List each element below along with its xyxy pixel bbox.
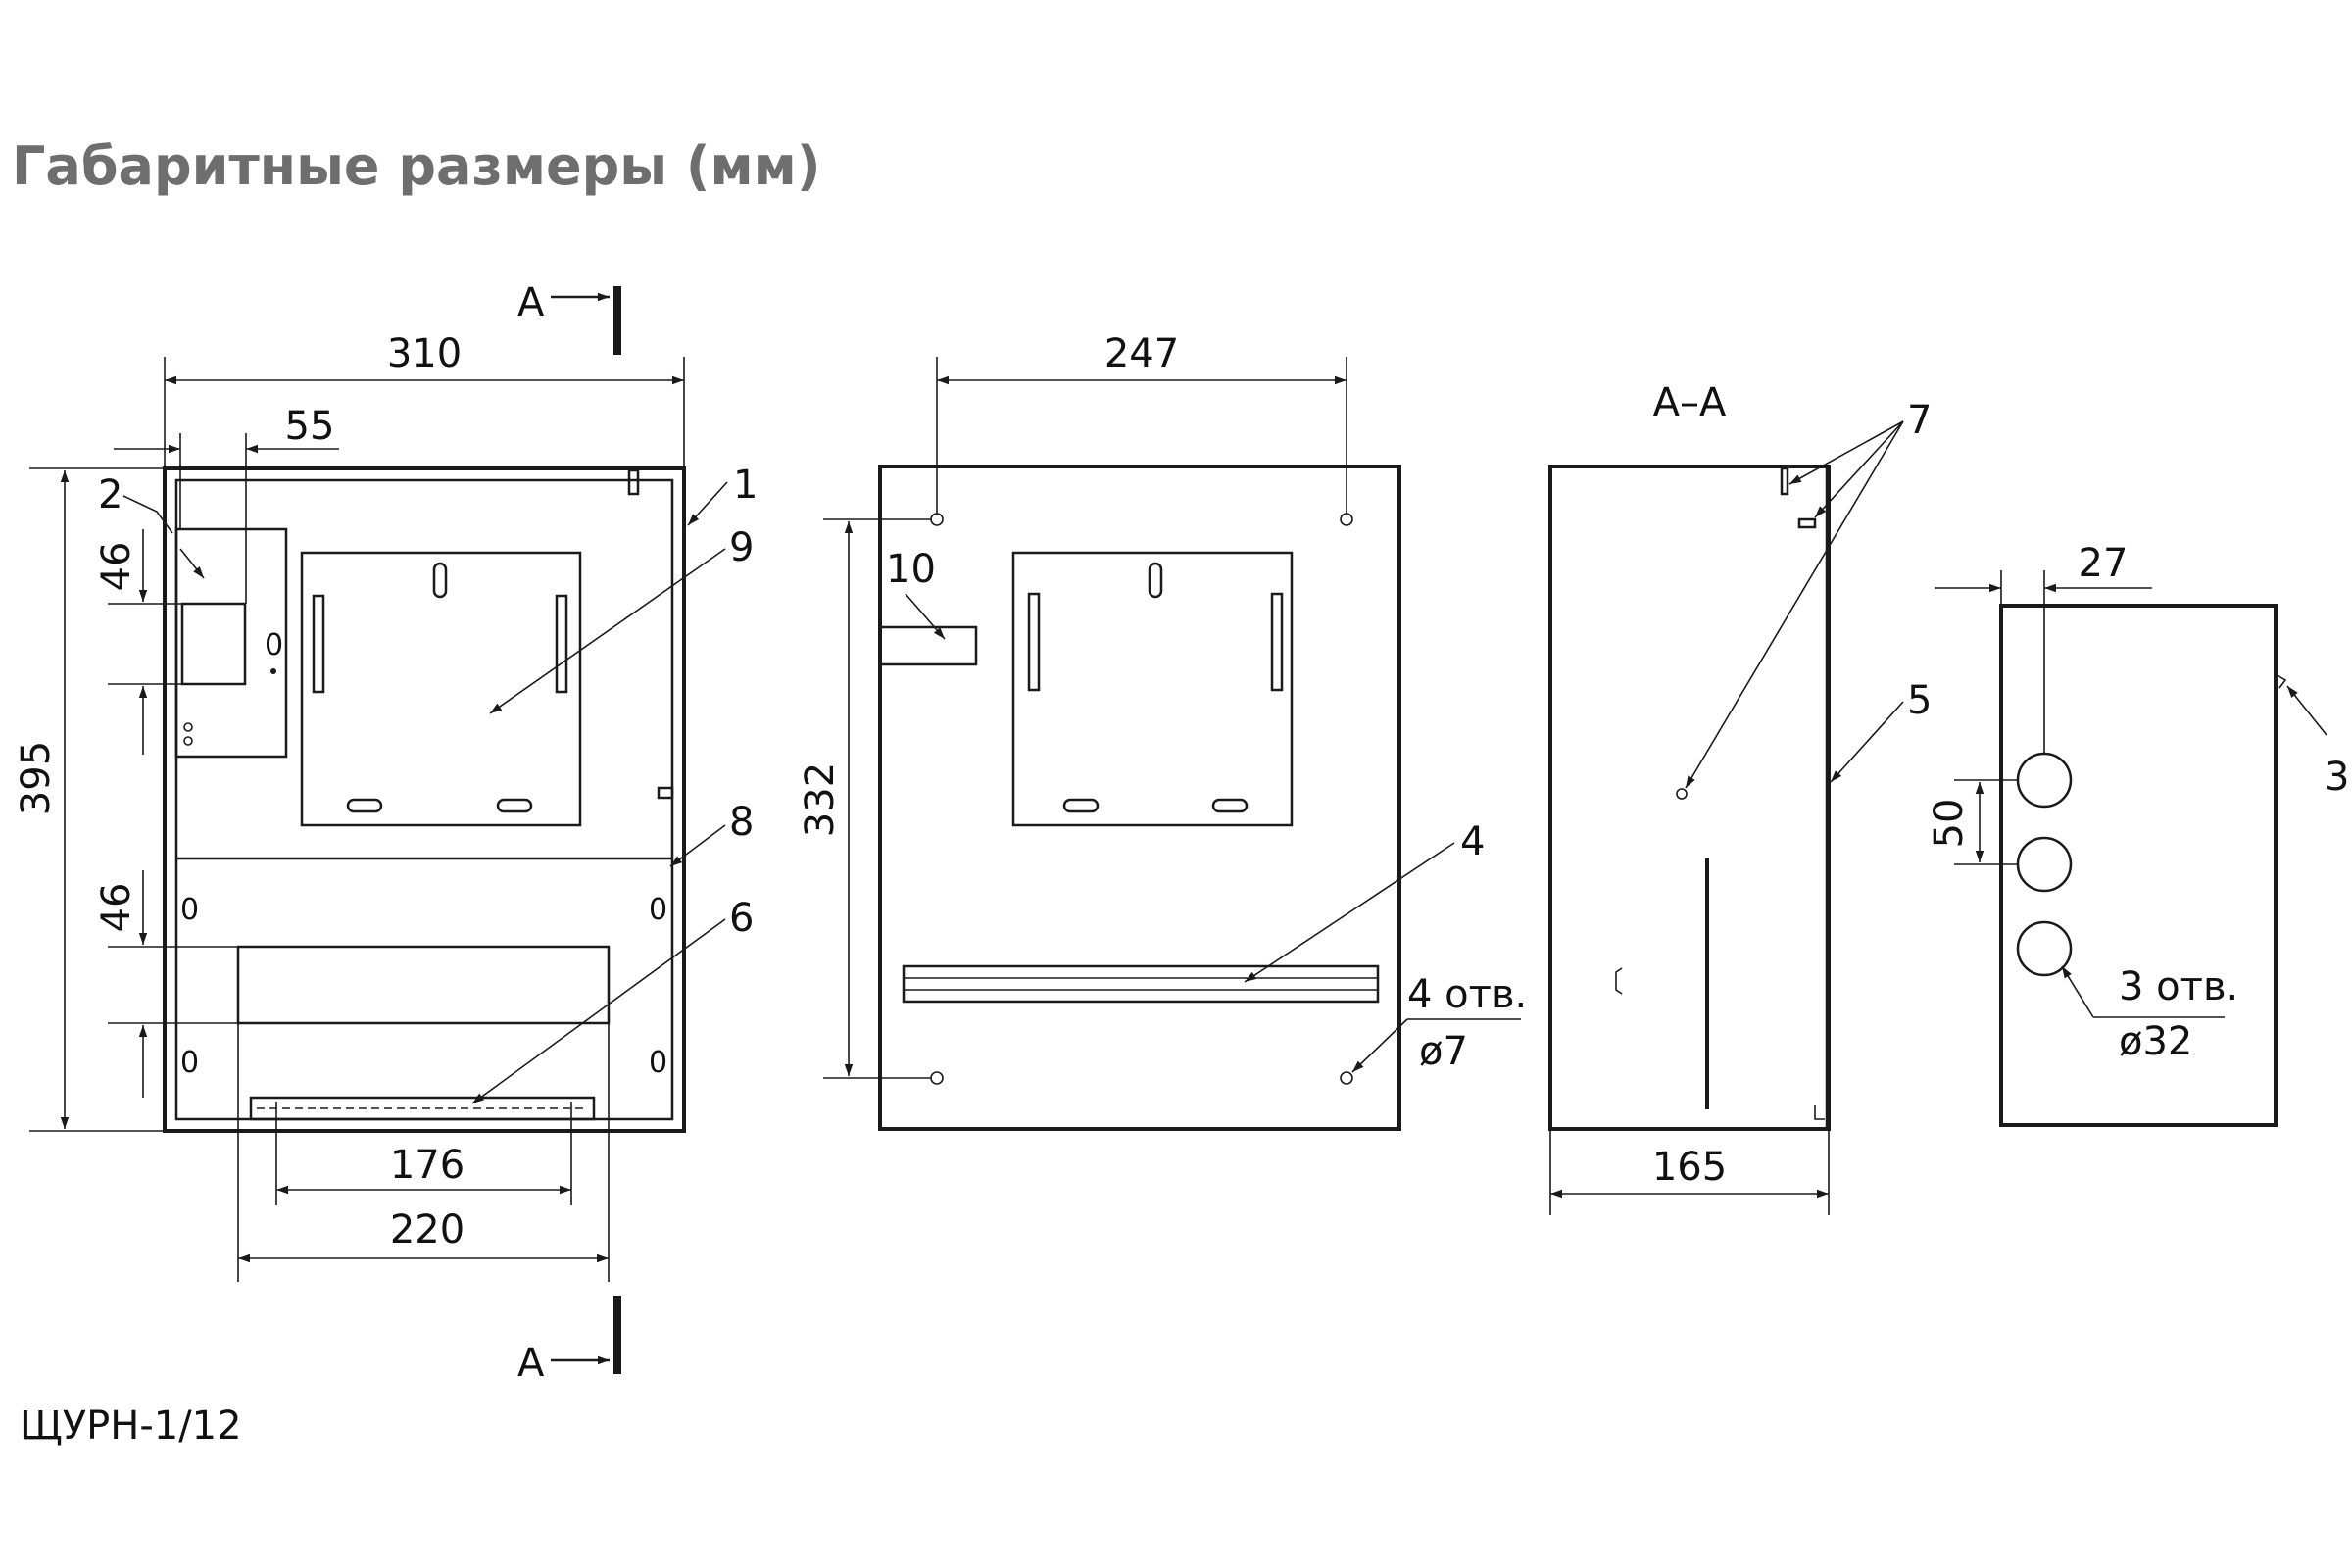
leader-9 (489, 548, 726, 714)
callout-6: 6 (729, 896, 754, 941)
leader-2 (122, 495, 173, 534)
dim-spacing: 50 (1927, 799, 1972, 849)
side-enclosure-outline (1999, 604, 2278, 1127)
leader-3 (2286, 685, 2328, 736)
front-hinge-top (627, 468, 640, 496)
leader-6 (471, 918, 726, 1104)
din-rail (902, 964, 1380, 1004)
dim-edge-offset: 27 (2079, 541, 2129, 586)
meter-slot-bottom-left (346, 798, 383, 813)
model-label: ЩУРН-1/12 (20, 1403, 242, 1448)
page-title: Габаритные размеры (мм) (12, 135, 821, 197)
callout-9: 9 (729, 525, 754, 570)
callout-3: 3 (2325, 755, 2349, 800)
section-hinge-upper (1780, 466, 1789, 496)
breaker-window (180, 602, 247, 686)
back-panel-slot-bottom-right (1211, 798, 1249, 813)
back-meter-panel (1011, 551, 1294, 827)
callout-8: 8 (729, 800, 754, 845)
mounting-hole (930, 513, 944, 526)
dim-lower-height: 46 (94, 883, 139, 933)
dim-hole-spacing-v: 332 (798, 762, 843, 837)
meter-slot-right (555, 594, 568, 694)
breaker-screw (183, 736, 193, 746)
section-fixing-point (1676, 788, 1688, 800)
breaker-dot (270, 668, 276, 674)
dim-offset: 55 (285, 404, 335, 449)
back-panel-slot-right (1270, 592, 1284, 692)
side-holes-diameter-label: ø32 (2119, 1019, 2192, 1064)
back-panel-slot-left (1027, 592, 1041, 692)
leader-10 (905, 593, 946, 640)
din-device-block (236, 945, 611, 1025)
dim-hole-spacing-h: 247 (1104, 331, 1179, 376)
leader-2-arrow (179, 548, 205, 579)
screw-glyph: 0 (180, 1046, 199, 1080)
leader-holes (1351, 1018, 1408, 1073)
dim-height: 395 (14, 741, 59, 815)
dim-inner-width: 176 (390, 1143, 465, 1188)
mounting-hole (1340, 1071, 1353, 1085)
dim-width: 310 (387, 331, 462, 376)
leader-8 (669, 824, 726, 867)
holes-count-label: 4 отв. (1407, 972, 1527, 1017)
holes-diameter-label: ø7 (1419, 1029, 1468, 1074)
screw-glyph: 0 (649, 1046, 667, 1080)
dim-bracket-width: 220 (390, 1207, 465, 1252)
leader-1 (687, 481, 728, 526)
leader-4 (1244, 842, 1455, 983)
screw-glyph: 0 (649, 893, 667, 927)
back-panel-slot-bottom-left (1062, 798, 1100, 813)
meter-slot-left (312, 594, 325, 694)
leader-side-holes (2061, 965, 2094, 1018)
callout-10: 10 (886, 547, 936, 592)
front-view: 0 0 0 0 0 А А 310 55 395 46 (14, 280, 758, 1448)
meter-slot-bottom-right (496, 798, 533, 813)
back-view: 247 332 10 4 4 отв. ø7 (798, 331, 1527, 1131)
section-hinge-lower (1797, 517, 1817, 529)
mounting-hole (1340, 513, 1353, 526)
callout-5: 5 (1907, 678, 1932, 723)
callout-4: 4 (1460, 819, 1485, 864)
terminal-bar (249, 1096, 596, 1121)
meter-panel (300, 551, 582, 827)
callout-7: 7 (1907, 398, 1932, 443)
side-fitting (2275, 673, 2287, 689)
section-enclosure-outline (1548, 465, 1831, 1131)
section-view: А–А 165 7 5 (1548, 380, 1932, 1215)
screw-glyph: 0 (265, 628, 283, 662)
section-clip (1615, 967, 1623, 995)
back-enclosure-outline (878, 465, 1401, 1131)
section-foot (1814, 1105, 1825, 1120)
breaker-block (174, 527, 288, 759)
front-enclosure-outline (163, 466, 686, 1133)
leader-7c (1685, 420, 1904, 789)
leader-7a (1788, 420, 1904, 485)
breaker-screw (183, 722, 193, 732)
cable-entry-hole (2016, 836, 2073, 893)
section-view-title: А–А (1653, 380, 1727, 425)
cable-entry-block (880, 625, 978, 666)
callout-2: 2 (98, 472, 122, 517)
dim-upper-height: 46 (94, 542, 139, 592)
dim-depth: 165 (1652, 1145, 1727, 1190)
back-panel-slot-top (1148, 562, 1163, 599)
mounting-hole (930, 1071, 944, 1085)
front-latch (657, 786, 674, 800)
section-marker-bottom: А (517, 1341, 545, 1386)
side-holes-count-label: 3 отв. (2119, 964, 2238, 1009)
meter-slot-top (432, 562, 448, 599)
side-view: 27 50 3 отв. ø32 3 (1927, 541, 2349, 1127)
cable-entry-hole (2016, 752, 2073, 808)
screw-glyph: 0 (180, 893, 199, 927)
leader-7b (1814, 420, 1904, 518)
cable-entry-hole (2016, 920, 2073, 977)
leader-5 (1830, 701, 1904, 783)
callout-1: 1 (733, 463, 758, 508)
section-marker-top: А (517, 280, 545, 325)
